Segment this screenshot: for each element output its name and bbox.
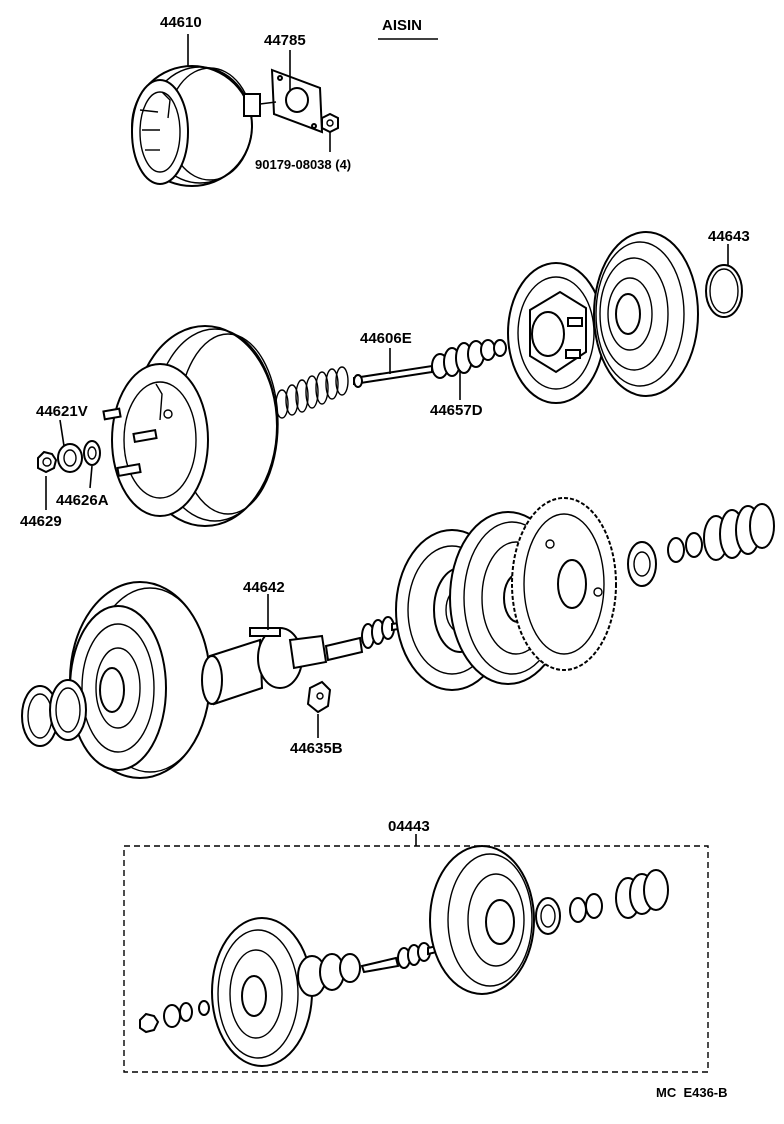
rear-diaphragm-plate-drawing xyxy=(507,262,605,404)
key-44635b-drawing xyxy=(306,680,332,714)
label-44606e: 44606E xyxy=(360,330,412,347)
front-shell-drawing xyxy=(102,325,279,527)
lower-seals-right-drawing xyxy=(627,503,775,587)
label-44785: 44785 xyxy=(264,32,306,49)
label-90179-08038: 90179-08038 (4) xyxy=(255,157,351,172)
label-44629: 44629 xyxy=(20,513,62,530)
kit-valve-parts-drawing xyxy=(297,934,481,997)
toothed-plate-drawing xyxy=(511,497,617,671)
mounting-plate-drawing xyxy=(259,68,324,134)
label-04443: 04443 xyxy=(388,818,430,835)
label-44657d: 44657D xyxy=(430,402,483,419)
label-44621v: 44621V xyxy=(36,403,88,420)
lower-front-shell-drawing xyxy=(69,581,211,779)
kit-front-shell-drawing xyxy=(211,917,313,1067)
rear-shell-drawing xyxy=(593,231,699,397)
boot-44657d-drawing xyxy=(431,338,520,379)
label-44610: 44610 xyxy=(160,14,202,31)
push-rod-44606e-drawing xyxy=(353,364,433,388)
label-44635b: 44635B xyxy=(290,740,343,757)
label-44626a: 44626A xyxy=(56,492,109,509)
nut-90179-drawing xyxy=(321,112,339,134)
label-44643: 44643 xyxy=(708,228,750,245)
footer-code: MC E436-B xyxy=(656,1085,728,1100)
return-spring-drawing xyxy=(275,366,349,419)
kit-seals-drawing xyxy=(535,869,669,935)
valve-body-44642-drawing xyxy=(201,627,328,706)
label-44642: 44642 xyxy=(243,579,285,596)
small-parts-left-drawing xyxy=(37,440,101,474)
kit-rear-shell-drawing xyxy=(429,845,535,995)
booster-assembly-drawing xyxy=(131,65,261,187)
kit-small-parts-drawing xyxy=(139,1000,210,1034)
brand-label: AISIN xyxy=(382,17,422,34)
lower-seal-rings-drawing xyxy=(21,679,87,747)
seal-ring-44643-drawing xyxy=(705,264,743,318)
